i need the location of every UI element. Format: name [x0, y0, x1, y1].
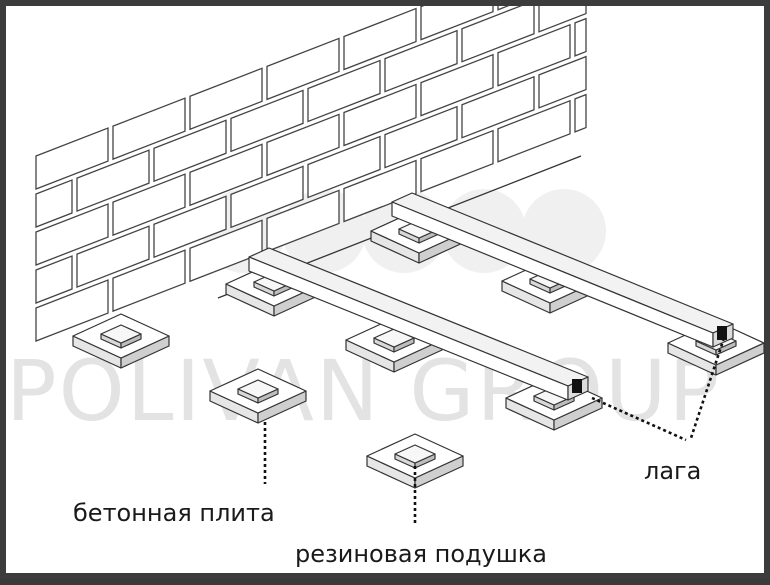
brick	[574, 17, 587, 57]
brick	[266, 37, 340, 101]
label-rubber-pad: резиновая подушка	[295, 540, 547, 568]
brick	[461, 75, 535, 139]
brick	[538, 6, 587, 33]
leader-lines	[263, 337, 726, 526]
brick	[343, 159, 417, 223]
brick	[112, 97, 186, 161]
brick	[497, 6, 510, 11]
brick	[76, 225, 150, 289]
brick	[230, 165, 304, 229]
brick	[35, 255, 73, 304]
brick	[384, 105, 458, 169]
label-joist: лага	[644, 457, 701, 485]
brick-wall	[35, 6, 587, 342]
brick	[307, 59, 381, 123]
brick	[343, 83, 417, 147]
label-concrete-slab: бетонная плита	[73, 499, 275, 527]
brick	[420, 129, 494, 193]
brick	[574, 93, 587, 133]
brick	[35, 179, 73, 228]
brick	[461, 6, 535, 63]
joist-leader-line-1	[591, 396, 687, 442]
brick	[343, 7, 417, 71]
brick	[420, 53, 494, 117]
brick	[307, 135, 381, 199]
brick	[112, 173, 186, 237]
brick	[538, 55, 587, 109]
brick	[266, 113, 340, 177]
joist-back	[391, 192, 734, 348]
rubber-pad	[100, 324, 142, 349]
brick	[384, 29, 458, 93]
brick	[153, 119, 227, 183]
brick	[189, 67, 263, 131]
joist-end-section	[572, 379, 582, 393]
brick	[420, 6, 494, 41]
concrete-slab	[209, 368, 307, 424]
rubber-pad	[237, 379, 279, 404]
brick	[112, 249, 186, 313]
rubber-pad	[394, 444, 436, 469]
concrete-slab	[72, 313, 170, 369]
brick	[35, 279, 109, 342]
brick	[497, 23, 571, 87]
brick	[189, 143, 263, 207]
concrete-slab	[366, 433, 464, 489]
brick	[35, 203, 109, 266]
joist-end-section	[717, 326, 727, 340]
brick	[497, 99, 571, 163]
brick	[266, 189, 340, 253]
brick	[153, 195, 227, 259]
joist-front	[248, 247, 589, 401]
brick	[76, 149, 150, 213]
brick	[35, 127, 109, 190]
brick	[230, 89, 304, 153]
floor-joist-diagram: POLIVAN GROUP лага бетонная плита резино…	[6, 6, 765, 568]
